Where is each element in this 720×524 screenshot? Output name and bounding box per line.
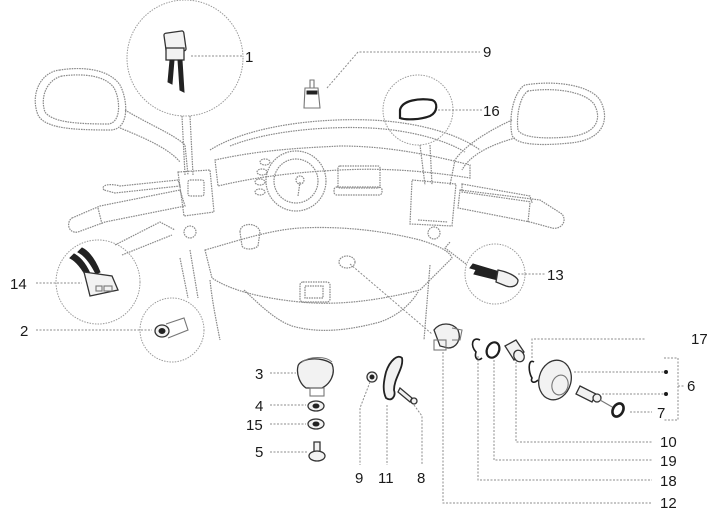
- callout-15: 15: [246, 417, 263, 434]
- lock-cylinder-part: [154, 317, 189, 339]
- ignition-leader: [349, 263, 433, 335]
- left-mirror-inner: [42, 74, 120, 125]
- right-switch-housing: [409, 179, 457, 227]
- leader-9-top: [326, 51, 480, 89]
- clip-17-part: [528, 338, 646, 383]
- part-9-indicator: [303, 51, 480, 109]
- lower-fairing-edge: [209, 279, 221, 341]
- screw-8-part: [397, 386, 423, 465]
- right-mirror-stem-2: [461, 137, 516, 171]
- spring-clip-part: [471, 338, 652, 481]
- bracket-part: [382, 355, 404, 465]
- lock-set-part: [538, 357, 684, 421]
- callout-9-bottom: 9: [355, 470, 363, 487]
- callout-14: 14: [10, 276, 27, 293]
- callout-19: 19: [660, 453, 677, 470]
- detail-bubble-16: [382, 74, 482, 186]
- detail-bubble-2: [36, 249, 205, 363]
- callout-8: 8: [417, 470, 425, 487]
- lower-fairing-inner: [243, 289, 419, 331]
- speedometer-hub: [295, 175, 305, 185]
- right-switch-knob: [427, 226, 441, 240]
- callout-17: 17: [691, 331, 708, 348]
- leader-6a-dot: [664, 370, 668, 374]
- detail-bubble-13: [444, 241, 545, 305]
- right-grip-band: [527, 202, 531, 223]
- switch-connector-part: [163, 30, 187, 93]
- left-switch-housing: [177, 169, 215, 217]
- lower-fairing: [204, 226, 453, 304]
- handlebar-assembly: [34, 67, 606, 341]
- right-mirror-inner: [516, 89, 599, 139]
- callout-10: 10: [660, 434, 677, 451]
- key-part: [575, 385, 652, 418]
- bracket-6: [664, 357, 679, 421]
- dashboard-cowl-lip: [229, 126, 466, 153]
- detail-bubble-14: [36, 221, 176, 325]
- leader-6b-dot: [664, 392, 668, 396]
- detail-bubble-1: [126, 0, 244, 176]
- right-brake-lever: [461, 183, 533, 203]
- indicator-lights: [254, 158, 271, 196]
- lcd-display: [337, 165, 381, 189]
- right-mirror: [510, 82, 606, 146]
- bulb-part: [469, 263, 519, 288]
- speedometer-outer: [265, 150, 327, 212]
- washer-15-part: [270, 418, 325, 430]
- left-brake-lever: [102, 179, 181, 194]
- callout-18: 18: [660, 473, 677, 490]
- callout-2: 2: [20, 323, 28, 340]
- left-switch-knob: [183, 225, 197, 239]
- speedometer-inner: [273, 158, 319, 204]
- reservoir-cap: [239, 223, 261, 250]
- callout-9-top: 9: [483, 44, 491, 61]
- washer-4-part: [270, 400, 325, 412]
- callout-16: 16: [483, 103, 500, 120]
- center-socket-inner: [304, 285, 324, 299]
- connector-part: [69, 247, 119, 297]
- left-grip: [68, 189, 186, 233]
- leader-8: [413, 404, 423, 465]
- right-grip: [457, 189, 565, 229]
- left-switch-button: [187, 179, 205, 197]
- leader-9-bottom: [359, 381, 371, 465]
- left-mirror-stem: [124, 109, 189, 176]
- callout-6: 6: [687, 378, 695, 395]
- leader-19: [493, 360, 652, 461]
- leader-17: [531, 338, 646, 358]
- lower-fairing-edge-r: [423, 264, 431, 341]
- callout-5: 5: [255, 444, 263, 461]
- callout-1: 1: [245, 49, 253, 66]
- right-switch-detail: [417, 219, 449, 223]
- callout-12: 12: [660, 495, 677, 512]
- callout-labels: 1 9 16 14 13 2 17 6 3 7 4 15 5 10 9 11 8…: [10, 44, 708, 512]
- left-mirror: [34, 67, 127, 131]
- dashboard-cowl: [209, 119, 481, 151]
- screw-5-part: [270, 441, 326, 462]
- callout-11: 11: [378, 470, 394, 487]
- callout-3: 3: [255, 366, 263, 383]
- right-mirror-stem: [449, 119, 513, 186]
- leader-18: [477, 356, 652, 481]
- center-socket: [299, 281, 331, 303]
- o-ring-part: [485, 341, 652, 461]
- leader-12: [442, 352, 652, 504]
- left-grip-band: [97, 207, 103, 225]
- knob-part: [270, 356, 334, 397]
- bushing-part: [504, 339, 652, 443]
- lcd-buttons: [333, 186, 383, 196]
- leader-10: [515, 362, 652, 443]
- callout-7: 7: [657, 405, 665, 422]
- nut-9-part: [359, 371, 378, 465]
- callout-13: 13: [547, 267, 564, 284]
- left-mirror-stem-2: [119, 127, 181, 163]
- ignition-switch-part: [433, 323, 652, 504]
- dashboard-body: [214, 145, 471, 187]
- callout-4: 4: [255, 398, 263, 415]
- ignition-hole: [338, 255, 356, 269]
